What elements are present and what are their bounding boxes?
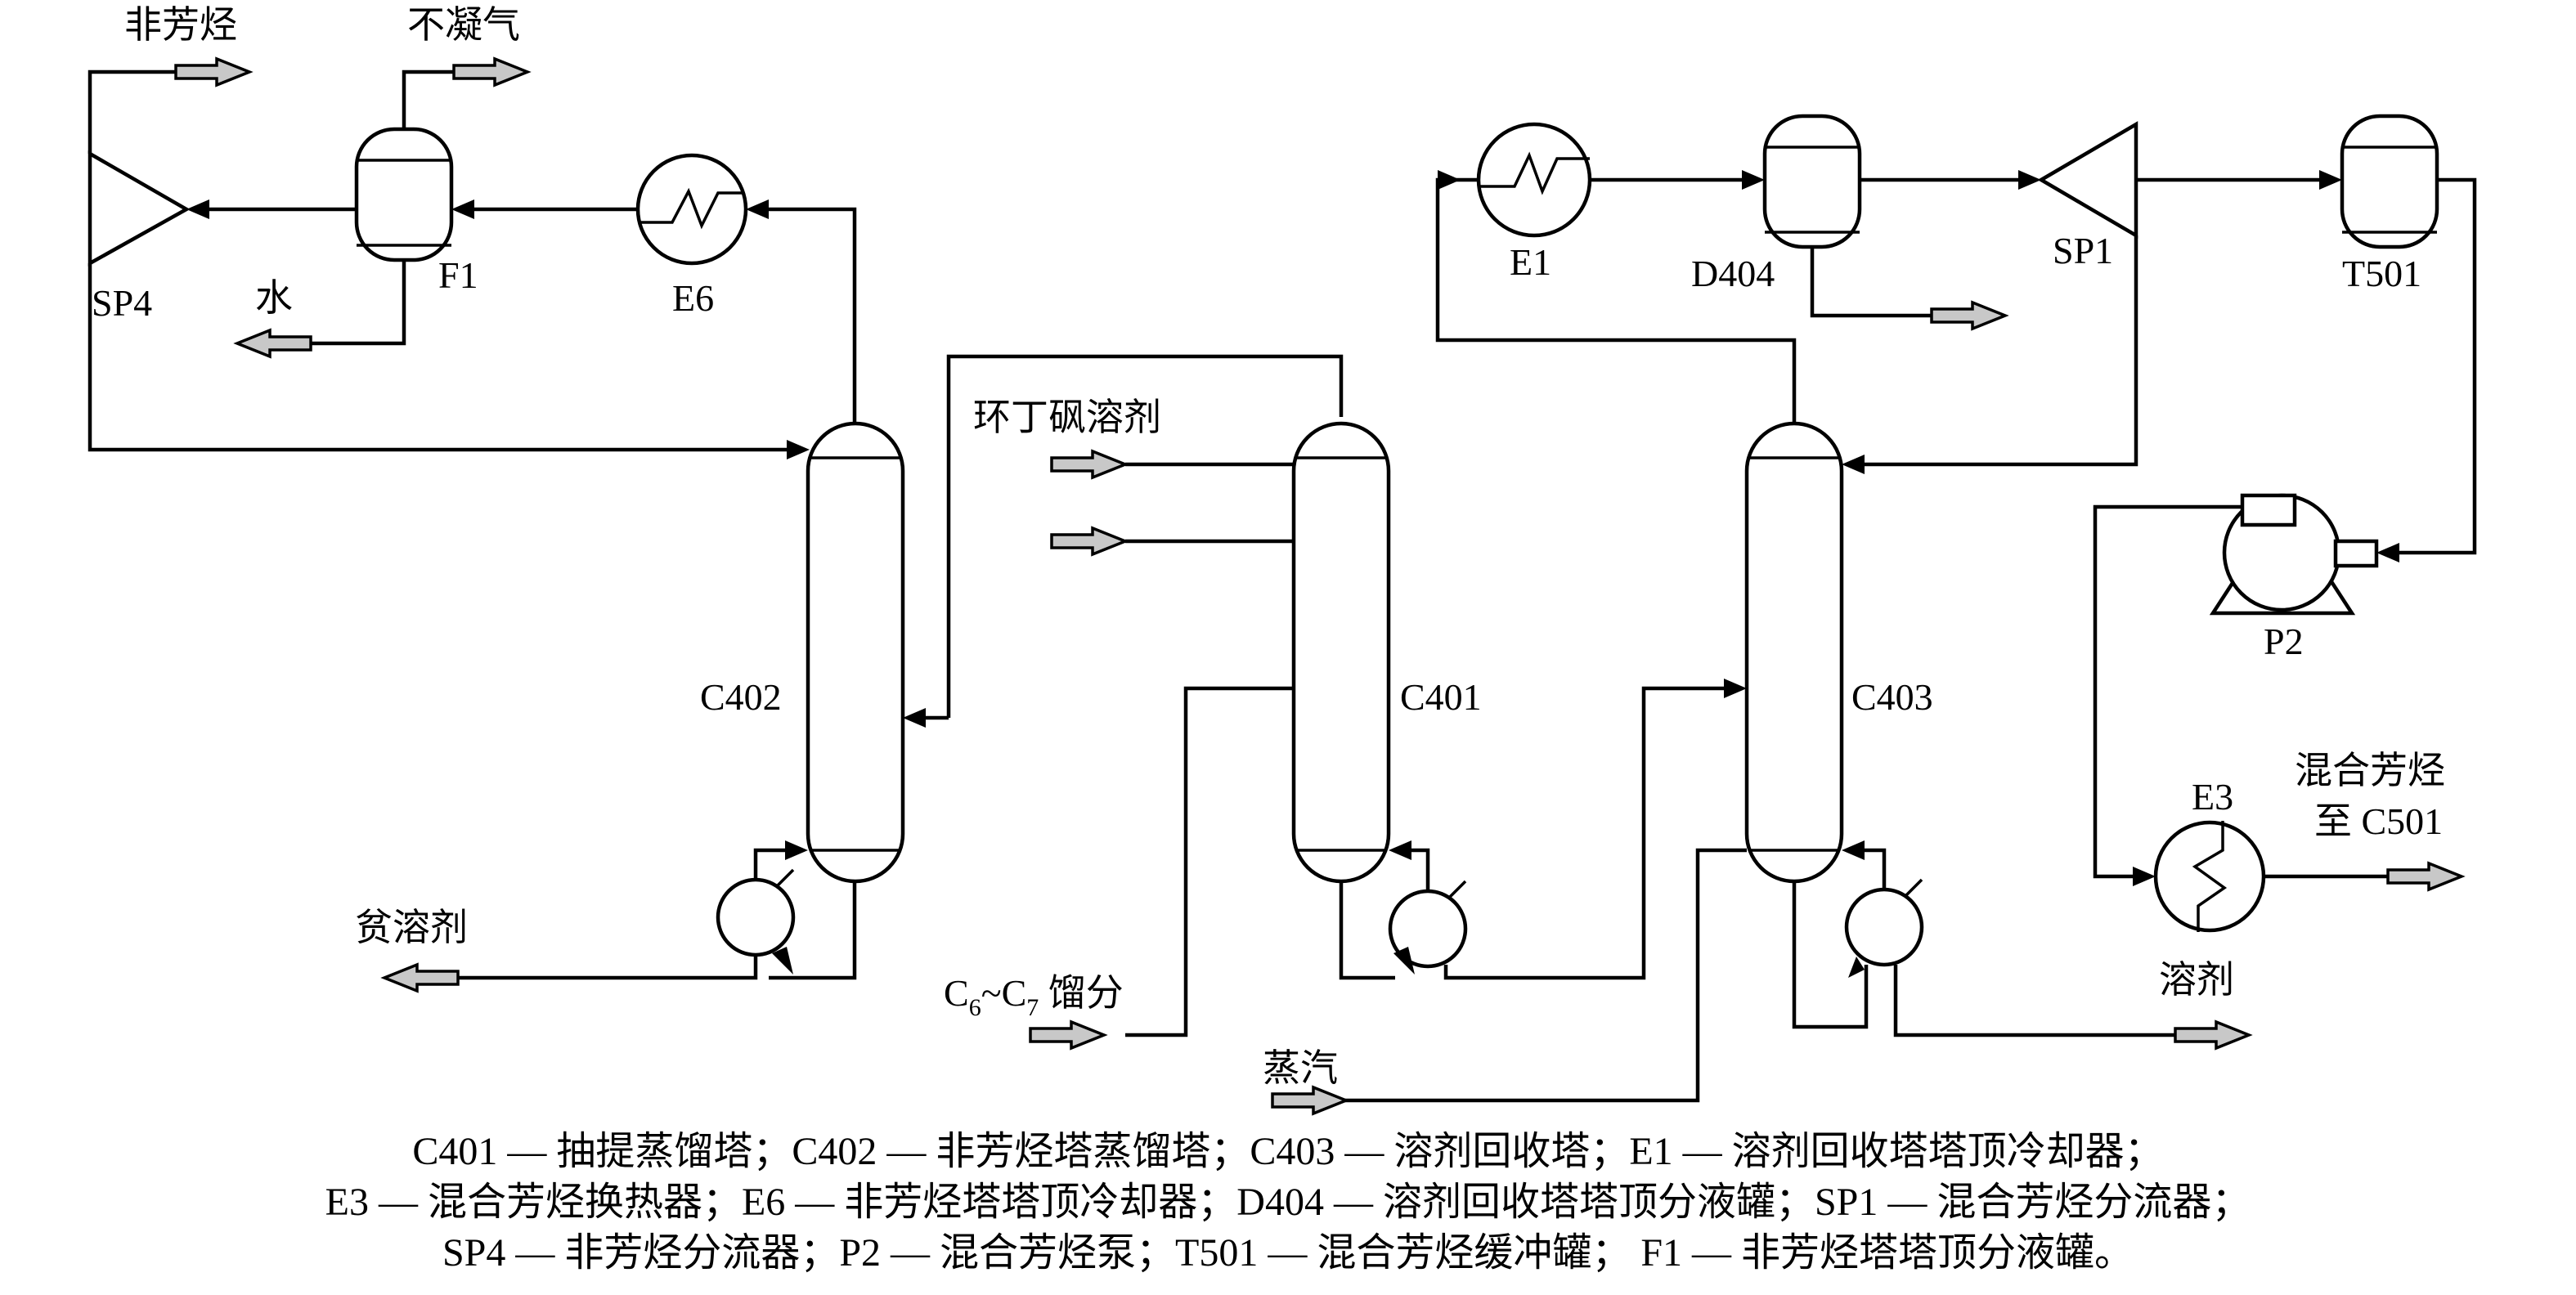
c403-reboiler [1847,880,1922,965]
sp1-label: SP1 [2053,230,2113,271]
c402-label: C402 [700,676,782,718]
d404-bottom-outlet [1810,247,1932,318]
noncondensable-gas-label: 不凝气 [407,4,520,46]
t501-to-p2-line [2398,177,2477,555]
c403-column [1744,421,1844,884]
solvent-outlet-arrow [2174,1019,2253,1051]
c403-bottoms-line [1792,881,1869,1029]
p2-label: P2 [2264,621,2304,662]
sp1-reflux-line [1860,235,2138,467]
c6-c7-feed-line [1125,686,1294,1037]
steam-line [1308,848,1747,1103]
c401-label: C401 [1400,676,1482,718]
equipment-legend: C401 — 抽提蒸馏塔；C402 — 非芳烃塔蒸馏塔；C403 — 溶剂回收塔… [0,1127,2576,1279]
sulfolane-feed-arrow [1050,449,1294,480]
nonaromatic-product-label: 非芳烃 [124,4,237,46]
legend-line: C401 — 抽提蒸馏塔；C402 — 非芳烃塔蒸馏塔；C403 — 溶剂回收塔… [412,1130,2164,1173]
sp1-splitter [2037,121,2138,239]
legend-line: E3 — 混合芳烃换热器；E6 — 非芳烃塔塔顶冷却器；D404 — 溶剂回收塔… [325,1181,2251,1224]
c403-label: C403 [1851,676,1933,718]
d404-outlet-arrow [1930,300,2009,331]
c402-reboiler [718,870,793,955]
sp4-reflux-line [88,263,795,452]
steam-label: 蒸汽 [1263,1047,1338,1089]
c401-overhead-to-c402-line [946,354,1344,718]
p2-pump [2209,493,2379,616]
steam-inlet-arrow [1271,1085,1350,1116]
second-feed-arrow [1050,526,1294,557]
d404-separator-drum [1762,114,1862,249]
c402-bottoms-line [769,881,857,980]
c6-c7-fraction-label: C6~C7 馏分 [944,972,1124,1021]
d404-label: D404 [1691,253,1775,294]
f1-label: F1 [438,254,478,296]
solvent-outlet-label: 溶剂 [2159,959,2234,1001]
sulfolane-solvent-label: 环丁砜溶剂 [973,397,1161,438]
mixed-aromatics-label-line2: 至 C501 [2314,800,2443,842]
sp4-label: SP4 [92,282,152,324]
c401-reboiler-return [1411,848,1430,891]
sp4-nonaromatic-outlet [88,57,251,154]
e1-label: E1 [1510,241,1551,283]
lean-solvent-line [458,955,758,980]
solvent-outlet-line [1893,965,2175,1037]
t501-label: T501 [2342,253,2421,294]
sp4-splitter [88,150,191,267]
e1-cooler [1476,122,1592,238]
water-label: 水 [255,277,293,319]
mixed-aromatics-label-line1: 混合芳烃 [2295,750,2445,791]
c402-reboiler-return [753,848,787,880]
e6-label: E6 [672,277,714,319]
legend-line: SP4 — 非芳烃分流器；P2 — 混合芳烃泵；T501 — 混合芳烃缓冲罐； … [442,1231,2134,1275]
e6-cooler [635,153,748,266]
f1-water-outlet [233,260,406,359]
e3-exchanger [2153,820,2266,933]
f1-separator-drum [354,127,454,262]
p2-to-e3-line [2093,504,2242,879]
c402-column [806,421,905,884]
t501-buffer-tank [2340,114,2439,249]
c401-bottoms-line [1339,881,1395,980]
c403-reboiler-return [1865,848,1887,889]
c402-overhead-line [764,207,857,427]
c6-c7-feed-arrow [1029,1019,1108,1051]
e3-label: E3 [2192,776,2233,818]
e3-outlet-arrow [2386,861,2466,892]
f1-noncondensable-outlet [402,57,529,129]
c401-column [1291,421,1391,884]
c401-to-c403-line [1443,686,1724,980]
lean-solvent-label: 贫溶剂 [355,907,468,948]
